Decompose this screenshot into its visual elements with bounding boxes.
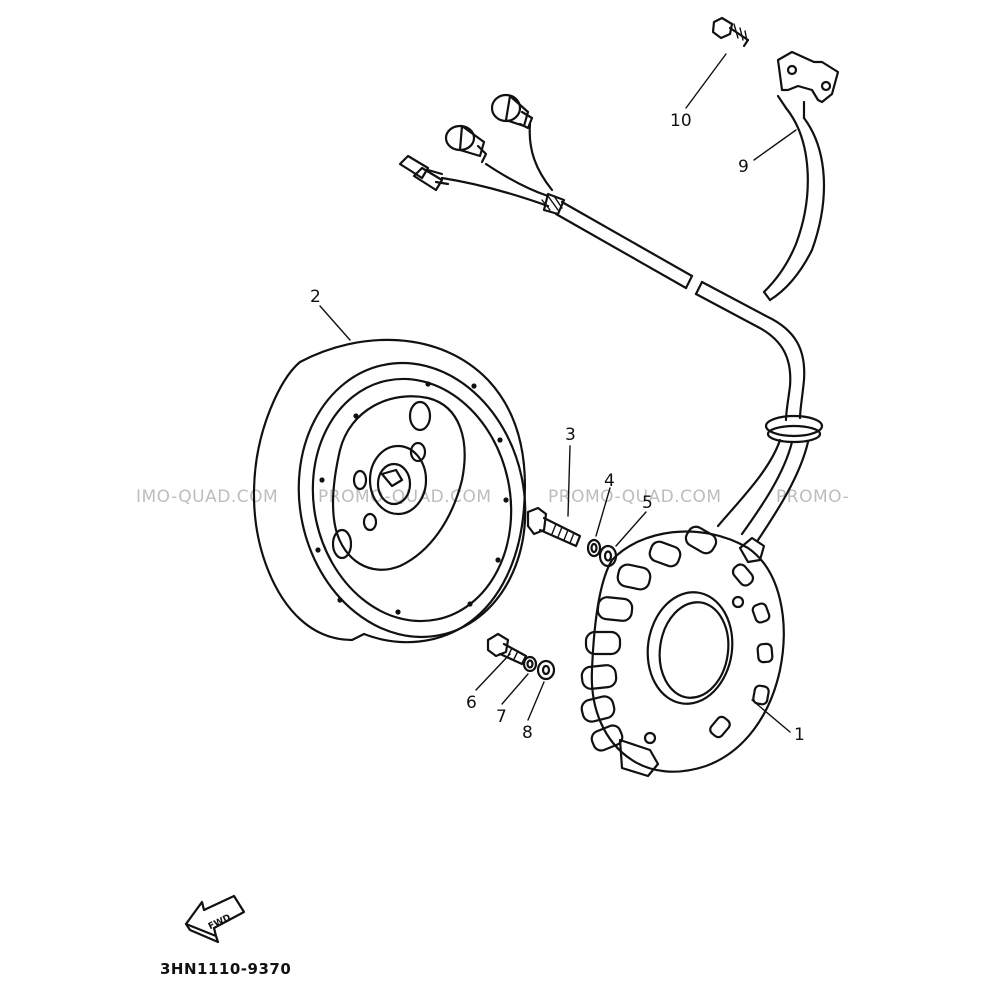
part-8-washer	[536, 659, 556, 681]
fwd-label: FWD	[207, 913, 233, 932]
harness-plug-3	[398, 154, 450, 192]
watermark-1: IMO-QUAD.COM	[136, 487, 278, 507]
callout-2: 2	[310, 287, 321, 307]
diagram-code: 3HN1110-9370	[160, 960, 291, 978]
callout-5: 5	[642, 493, 653, 513]
callout-3: 3	[565, 425, 576, 445]
callout-4: 4	[604, 471, 615, 491]
callout-9: 9	[738, 157, 749, 177]
part-4-lock-washer	[586, 538, 602, 558]
wire-harness	[398, 93, 824, 542]
watermark-row: IMO-QUAD.COM PROMO-QUAD.COM PROMO-QUAD.C…	[136, 487, 849, 507]
part-9-bracket	[762, 50, 840, 302]
part-6-screw	[486, 632, 528, 666]
callouts: 1 2 3 4 5 6 7 8 9 10	[310, 111, 805, 745]
leader-lines	[319, 53, 797, 733]
harness-connector-1	[490, 93, 534, 130]
callout-6: 6	[466, 693, 477, 713]
callout-7: 7	[496, 707, 507, 727]
part-1-stator	[580, 525, 785, 778]
stator-coils	[580, 525, 774, 752]
part-3-bolt	[526, 506, 582, 548]
rim-holes	[315, 381, 509, 615]
watermark-3: PROMO-QUAD.COM	[548, 487, 722, 507]
part-5-washer	[598, 544, 618, 568]
part-7-lock-washer	[522, 655, 538, 673]
fwd-arrow: FWD	[184, 894, 246, 944]
callout-1: 1	[794, 725, 805, 745]
watermark-2: PROMO-QUAD.COM	[318, 487, 492, 507]
harness-connector-2	[444, 124, 488, 164]
callout-10: 10	[670, 111, 692, 131]
watermark-4: PROMO-	[776, 487, 849, 507]
part-2-flywheel-rotor	[252, 338, 527, 644]
callout-8: 8	[522, 723, 533, 743]
part-10-bolt	[711, 16, 750, 48]
